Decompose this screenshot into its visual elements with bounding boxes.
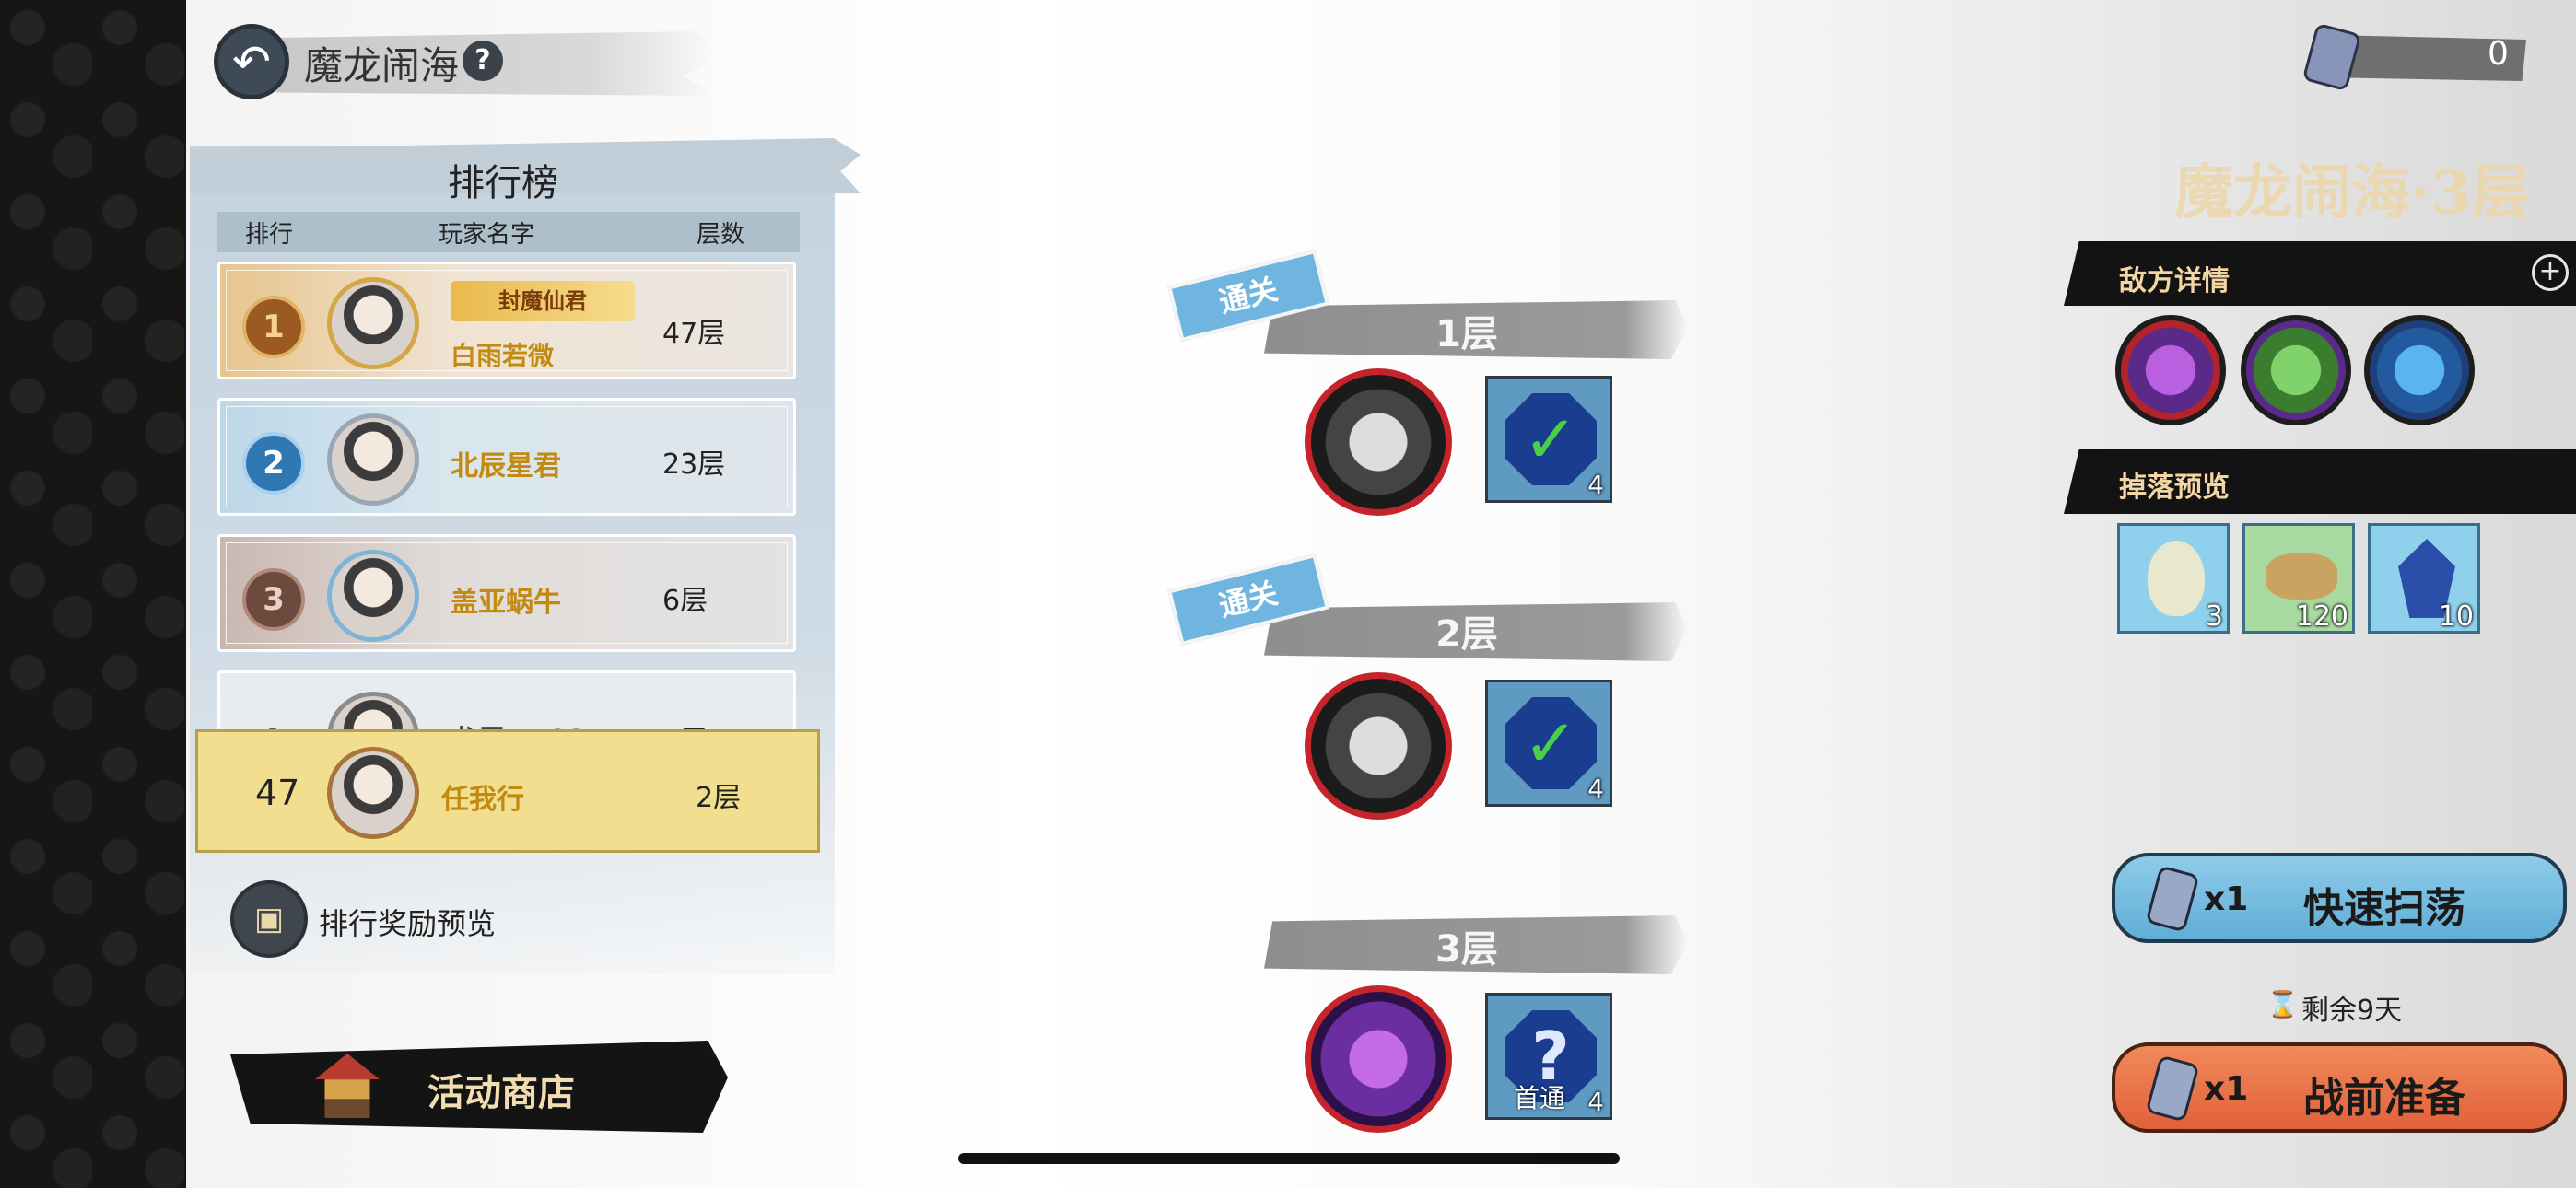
avatar[interactable] — [327, 413, 419, 506]
player-floors: 47层 — [662, 318, 726, 350]
player-name: 白雨若微 — [451, 341, 555, 371]
player-name: 北辰星君 — [451, 450, 561, 483]
green-dragon-icon[interactable] — [2241, 315, 2351, 425]
sweep-label: 快速扫荡 — [2303, 885, 2465, 932]
avatar[interactable] — [327, 747, 419, 839]
reward-count: 4 — [1587, 774, 1604, 804]
background-pattern — [0, 0, 186, 1188]
hourglass-icon: ⌛ — [2266, 989, 2299, 1019]
zoom-icon[interactable]: + — [2532, 254, 2569, 291]
back-button[interactable]: ↶ — [214, 24, 289, 99]
floor-banner — [1264, 915, 1688, 974]
dragon-boss-icon[interactable] — [1305, 672, 1452, 820]
prep-label: 战前准备 — [2303, 1075, 2465, 1122]
enemy-section-bar — [2064, 241, 2576, 306]
stage-title: 魔龙闹海·3层 — [2174, 158, 2531, 227]
column-name: 玩家名字 — [439, 220, 535, 249]
floor-banner — [1264, 300, 1688, 359]
drop-count: 120 — [2295, 600, 2348, 633]
player-floors: 2层 — [696, 782, 742, 814]
ranking-panel-top — [190, 138, 861, 193]
purple-dragon-boss-icon[interactable] — [1305, 985, 1452, 1133]
player-name: 盖亚蜗牛 — [451, 587, 561, 619]
currency-value: 0 — [2488, 35, 2509, 73]
ranking-row[interactable]: 4 龙雷#583 4层 — [217, 670, 796, 784]
prep-cost: x1 — [2204, 1070, 2249, 1108]
player-floors: 6层 — [662, 585, 708, 617]
ticket-icon — [2145, 1054, 2200, 1123]
reward-count: 4 — [1587, 1087, 1604, 1117]
home-indicator[interactable] — [958, 1153, 1620, 1164]
title-badge: 封魔仙君 — [451, 281, 635, 321]
drop-section-title: 掉落预览 — [2119, 472, 2230, 504]
shop-button[interactable] — [230, 1041, 728, 1133]
reward-count: 4 — [1587, 470, 1604, 500]
reward-preview-link[interactable]: 排行奖励预览 — [319, 906, 497, 941]
gold-medal-icon: 1 — [242, 296, 305, 358]
quick-sweep-button[interactable]: x1 快速扫荡 — [2112, 853, 2567, 943]
column-rank: 排行 — [245, 220, 294, 249]
floor-banner — [1264, 602, 1688, 661]
silver-medal-icon: 2 — [242, 432, 305, 495]
check-icon: ✓ — [1505, 393, 1597, 485]
check-icon: ✓ — [1505, 697, 1597, 789]
egg-icon[interactable]: 3 — [2117, 523, 2230, 634]
floor-label: 3层 — [1435, 928, 1498, 971]
ranking-header: 排行 玩家名字 层数 — [217, 212, 800, 252]
floor-label: 1层 — [1435, 313, 1498, 355]
self-rank: 47 — [255, 773, 300, 813]
ranking-row[interactable]: 2 北辰星君 23层 — [217, 398, 796, 516]
self-ranking-row[interactable]: 47 任我行 2层 — [195, 729, 820, 853]
page-title: 魔龙闹海 — [304, 43, 460, 88]
blue-dragon-icon[interactable] — [2364, 315, 2475, 425]
purple-dragon-icon[interactable] — [2115, 315, 2226, 425]
shop-label[interactable]: 活动商店 — [427, 1072, 575, 1114]
enemy-section-title: 敌方详情 — [2119, 265, 2230, 297]
ranking-title: 排行榜 — [448, 162, 558, 204]
question-icon: ? — [1505, 1010, 1597, 1102]
crystal-icon[interactable]: 10 — [2368, 523, 2480, 634]
reward-box[interactable]: ✓ 4 — [1485, 680, 1612, 807]
column-floors: 层数 — [697, 220, 745, 249]
reward-box[interactable]: ✓ 4 — [1485, 376, 1612, 503]
chest-icon[interactable]: ▣ — [230, 880, 308, 958]
bronze-medal-icon: 3 — [242, 568, 305, 631]
help-icon[interactable]: ? — [463, 41, 503, 81]
floor-label: 2层 — [1435, 613, 1498, 656]
drop-count: 3 — [2205, 600, 2223, 633]
dragon-boss-icon[interactable] — [1305, 368, 1452, 516]
drop-section-bar — [2064, 449, 2576, 514]
battle-prep-button[interactable]: x1 战前准备 — [2112, 1042, 2567, 1133]
ranking-row[interactable]: 1 封魔仙君 白雨若微 47层 — [217, 262, 796, 379]
avatar[interactable] — [327, 550, 419, 642]
remaining-days: 剩余9天 — [2301, 995, 2403, 1027]
player-floors: 23层 — [662, 448, 726, 481]
back-arrow-icon: ↶ — [232, 35, 271, 88]
pills-icon[interactable]: 120 — [2242, 523, 2355, 634]
ranking-row[interactable]: 3 盖亚蜗牛 6层 — [217, 534, 796, 652]
reward-box[interactable]: ? 首通 4 — [1485, 993, 1612, 1120]
first-clear-label: 首通 — [1514, 1083, 1566, 1113]
ticket-icon — [2145, 865, 2200, 933]
sweep-cost: x1 — [2204, 880, 2249, 918]
drop-count: 10 — [2438, 600, 2474, 633]
player-name: 任我行 — [441, 784, 524, 816]
avatar[interactable] — [327, 277, 419, 369]
